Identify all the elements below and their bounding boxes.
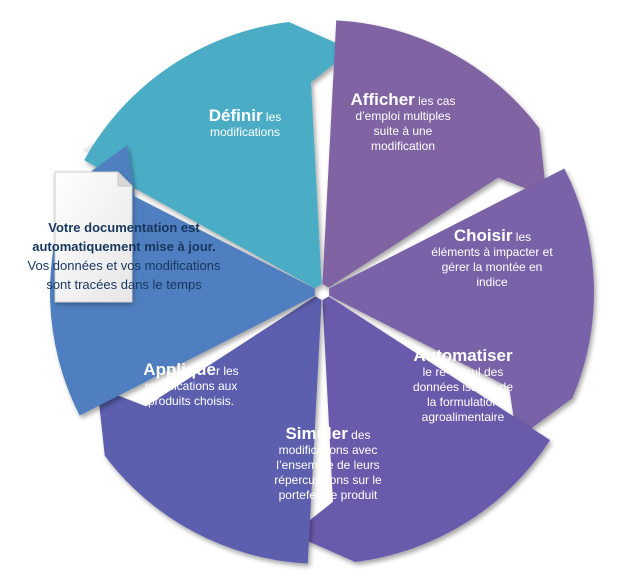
segment-simuler	[97, 296, 322, 564]
segment-afficher-body: d’emploi multiples suite à une modificat…	[355, 109, 451, 153]
document-icon	[54, 170, 134, 303]
segment-choisir-keyword: Choisir	[453, 226, 513, 245]
note-line-4: sont tracées dans le temps	[46, 277, 202, 292]
segment-automatiser-keyword: Automatiser	[413, 346, 513, 365]
segment-automatiser-label: Automatiser le re-calcul des données iss…	[403, 346, 523, 425]
segment-simuler-rest: des	[347, 428, 371, 442]
segment-afficher-label: Afficher les cas d’emploi multiples suit…	[338, 90, 468, 154]
segment-choisir-body: éléments à impacter et gérer la montée e…	[431, 245, 553, 289]
segment-choisir	[329, 168, 594, 439]
segment-appliquer-keyword: Applique	[143, 360, 217, 379]
segment-afficher	[322, 20, 547, 288]
segment-simuler-keyword: Simuler	[285, 424, 348, 443]
segment-simuler-label: Simuler des modifications avec l’ensembl…	[268, 424, 388, 503]
segment-definir-label: Définir les modifications	[185, 106, 305, 140]
segment-definir-body: modifications	[209, 125, 281, 139]
segment-appliquer-label: Appliquer les modifications aux produits…	[126, 360, 256, 409]
segment-appliquer-body: modifications aux produits choisis.	[144, 379, 238, 408]
segment-choisir-rest: les	[512, 230, 532, 244]
segment-simuler-body: modifications avec l’ensemble de leurs r…	[274, 443, 382, 502]
segment-automatiser-body: le re-calcul des données issues de la fo…	[412, 365, 514, 424]
note-line-1: Votre documentation est	[48, 220, 200, 235]
segment-choisir-label: Choisir les éléments à impacter et gérer…	[425, 226, 560, 290]
segment-definir	[84, 22, 352, 289]
segment-appliquer-rest: r les	[216, 364, 239, 378]
segment-definir-rest: les	[262, 110, 282, 124]
segment-afficher-rest: les cas	[414, 94, 456, 108]
note-line-3: Vos données et vos modifications	[27, 258, 221, 273]
segment-definir-keyword: Définir	[208, 106, 263, 125]
documentation-note: Votre documentation est automatiquement …	[14, 218, 234, 294]
note-line-2: automatiquement mise à jour.	[32, 239, 216, 254]
segment-afficher-keyword: Afficher	[350, 90, 415, 109]
segment-automatiser	[292, 296, 551, 562]
